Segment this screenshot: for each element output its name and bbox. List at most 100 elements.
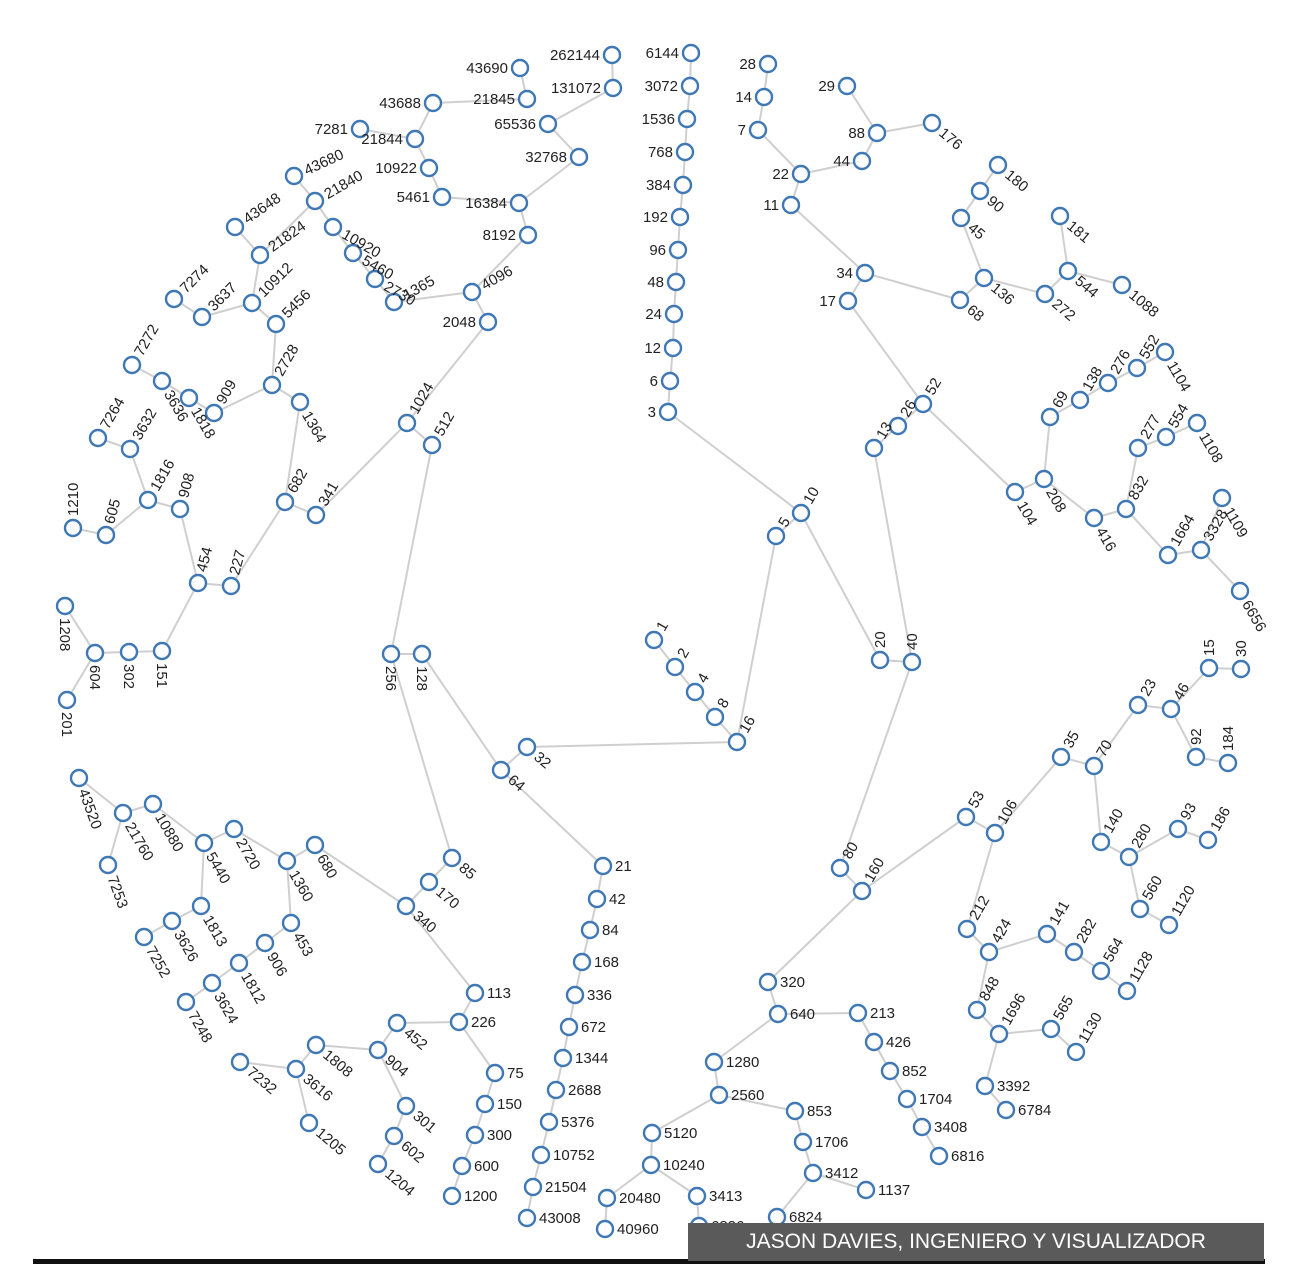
node-label-48: 48: [647, 274, 664, 291]
edge-64-21: [500, 769, 604, 867]
node-43648: [225, 217, 245, 237]
node-2730: [365, 269, 385, 289]
edge-22-44: [800, 160, 863, 175]
node-label-15: 15: [1201, 639, 1218, 656]
node-256: [381, 644, 401, 664]
node-1818: [179, 388, 199, 408]
node-label-1280: 1280: [726, 1054, 759, 1071]
node-label-8192: 8192: [483, 227, 516, 244]
node-15: [1199, 658, 1219, 678]
node-label-180: 180: [1001, 167, 1031, 196]
node-80: [830, 858, 850, 878]
edge-65536-131072: [547, 87, 614, 125]
node-label-84: 84: [602, 922, 619, 939]
edge-640-213: [777, 1012, 859, 1015]
node-13: [864, 438, 884, 458]
node-label-184: 184: [1220, 726, 1237, 751]
node-512: [422, 435, 442, 455]
node-1137: [856, 1180, 876, 1200]
node-label-2728: 2728: [271, 342, 302, 379]
node-label-42: 42: [609, 891, 626, 908]
node-label-151: 151: [153, 663, 170, 688]
node-label-5461: 5461: [397, 189, 430, 206]
node-label-1208: 1208: [56, 618, 73, 651]
node-44: [852, 151, 872, 171]
node-label-1813: 1813: [199, 912, 230, 949]
node-label-7: 7: [738, 122, 746, 139]
node-21845: [517, 89, 537, 109]
edge-16384-5461: [441, 196, 520, 204]
node-label-1205: 1205: [312, 1125, 348, 1159]
node-68: [950, 290, 970, 310]
node-label-336: 336: [587, 987, 612, 1004]
edge-64-128: [421, 653, 502, 771]
node-84: [580, 920, 600, 940]
node-label-512: 512: [431, 409, 458, 439]
node-21824: [250, 245, 270, 265]
node-384: [673, 175, 693, 195]
node-28: [758, 54, 778, 74]
node-label-256: 256: [382, 666, 399, 691]
node-85: [442, 848, 462, 868]
node-1104: [1155, 342, 1175, 362]
node-label-1200: 1200: [464, 1188, 497, 1205]
edge-2560-853: [718, 1094, 796, 1112]
node-35: [1051, 747, 1071, 767]
node-label-170: 170: [432, 884, 462, 913]
node-5376: [539, 1112, 559, 1132]
node-label-6144: 6144: [646, 45, 679, 62]
node-40: [902, 652, 922, 672]
node-label-3624: 3624: [210, 989, 241, 1026]
node-600: [452, 1156, 472, 1176]
node-2: [665, 657, 685, 677]
node-label-7232: 7232: [243, 1064, 279, 1098]
node-14: [754, 87, 774, 107]
node-852: [880, 1061, 900, 1081]
node-184: [1218, 753, 1238, 773]
node-label-32768: 32768: [525, 149, 567, 166]
node-680: [305, 835, 325, 855]
node-label-640: 640: [790, 1006, 815, 1023]
node-label-424: 424: [988, 916, 1015, 946]
node-label-181: 181: [1063, 218, 1093, 247]
node-label-3616: 3616: [299, 1071, 335, 1105]
node-8192: [518, 225, 538, 245]
node-26: [888, 416, 908, 436]
node-7232: [230, 1052, 250, 1072]
node-43008: [517, 1208, 537, 1228]
node-1204: [368, 1154, 388, 1174]
node-10752: [531, 1145, 551, 1165]
node-554: [1156, 427, 1176, 447]
node-92: [1186, 747, 1206, 767]
node-label-168: 168: [594, 954, 619, 971]
edge-21844-7281: [359, 128, 416, 140]
edge-106-212: [966, 832, 996, 930]
node-30: [1231, 659, 1251, 679]
node-3626: [162, 911, 182, 931]
node-label-452: 452: [400, 1025, 430, 1054]
node-label-104: 104: [1013, 498, 1040, 528]
node-label-2720: 2720: [232, 835, 263, 872]
node-136: [974, 268, 994, 288]
node-label-93: 93: [1177, 800, 1200, 823]
node-7281: [350, 119, 370, 139]
node-label-69: 69: [1049, 388, 1072, 411]
edge-832-1664: [1125, 508, 1169, 556]
node-label-10880: 10880: [151, 810, 187, 855]
node-label-88: 88: [848, 125, 865, 142]
node-label-7252: 7252: [142, 943, 173, 980]
node-label-160: 160: [861, 855, 888, 885]
edge-904-1808: [315, 1044, 379, 1051]
node-label-1204: 1204: [381, 1166, 417, 1200]
node-1280: [704, 1052, 724, 1072]
node-label-28: 28: [739, 56, 756, 73]
node-1: [644, 630, 664, 650]
node-label-2688: 2688: [568, 1082, 601, 1099]
node-3637: [192, 307, 212, 327]
node-150: [475, 1094, 495, 1114]
node-43520: [69, 768, 89, 788]
node-904: [368, 1040, 388, 1060]
edge-682-227: [230, 501, 286, 587]
edge-3328-1109: [1200, 497, 1223, 551]
node-170: [419, 872, 439, 892]
